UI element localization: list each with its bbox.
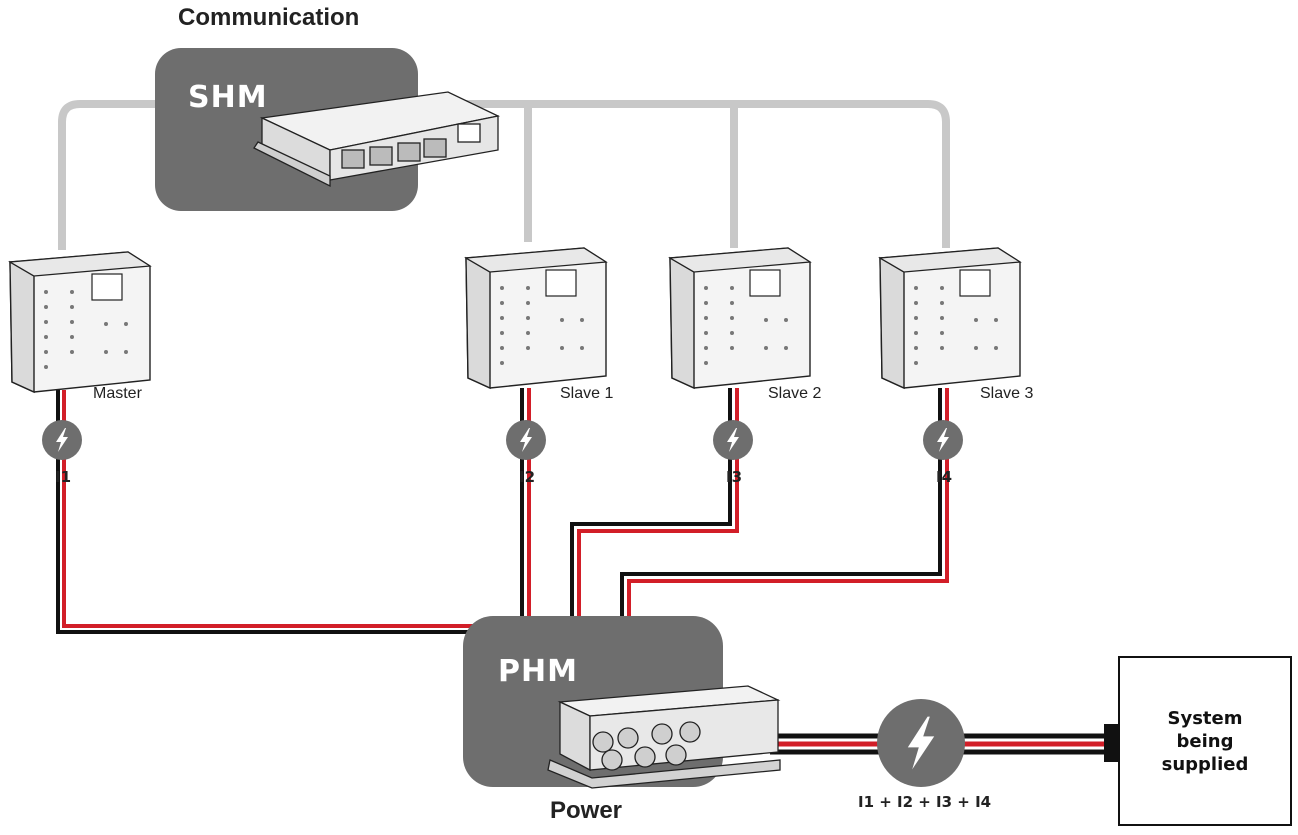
phm-device bbox=[547, 685, 781, 789]
communication-bus bbox=[58, 100, 950, 250]
lightning-bolt-icon bbox=[923, 420, 963, 460]
system-connector bbox=[1104, 724, 1120, 762]
unit-slave-3 bbox=[878, 247, 1022, 390]
communication-label: Communication bbox=[178, 4, 360, 31]
current-i4-label: I4 bbox=[936, 468, 953, 486]
slave-1-label: Slave 1 bbox=[560, 385, 614, 402]
power-cables bbox=[56, 388, 1110, 755]
unit-slave-2 bbox=[668, 247, 812, 390]
shm-label: SHM bbox=[188, 80, 268, 115]
system-being-supplied-box: System being supplied bbox=[1118, 656, 1292, 826]
shm-device bbox=[253, 91, 501, 188]
unit-slave-1 bbox=[464, 247, 608, 390]
master-label: Master bbox=[93, 385, 142, 402]
system-being-supplied-label: System being supplied bbox=[1161, 707, 1249, 775]
current-i2-label: I2 bbox=[519, 468, 536, 486]
current-i1-label: I1 bbox=[55, 468, 72, 486]
power-label: Power bbox=[550, 797, 623, 824]
current-i3-label: I3 bbox=[726, 468, 743, 486]
lightning-bolt-icon bbox=[877, 699, 965, 787]
lightning-bolt-icon bbox=[713, 420, 753, 460]
phm-label: PHM bbox=[498, 654, 578, 689]
unit-master bbox=[8, 251, 152, 394]
slave-2-label: Slave 2 bbox=[768, 385, 822, 402]
total-current-label: I1 + I2 + I3 + I4 bbox=[858, 793, 992, 811]
lightning-bolt-icon bbox=[42, 420, 82, 460]
lightning-bolt-icon bbox=[506, 420, 546, 460]
slave-3-label: Slave 3 bbox=[980, 385, 1034, 402]
